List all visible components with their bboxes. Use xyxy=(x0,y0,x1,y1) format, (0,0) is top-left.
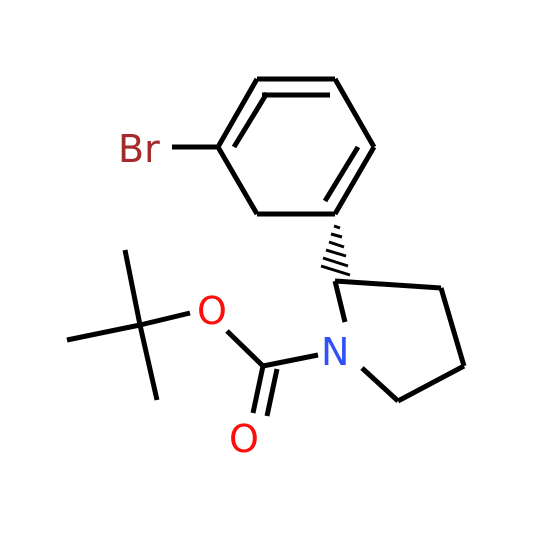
ring-bond xyxy=(360,366,400,403)
carbonyl-double-bond xyxy=(250,365,266,414)
aromatic-inner-bond xyxy=(322,145,361,203)
hashed-wedge-bond xyxy=(320,224,351,277)
ring-bond xyxy=(215,145,260,216)
ring-bond xyxy=(332,145,377,216)
nitrogen-label: N xyxy=(321,330,349,374)
ring-bond xyxy=(334,278,442,291)
ring-bond xyxy=(332,280,348,323)
ester-oxygen-label: O xyxy=(197,289,227,333)
aromatic-inner-bond xyxy=(231,91,270,149)
carbonyl-ester-bond xyxy=(225,329,265,368)
n-carbonyl-bond xyxy=(262,352,319,369)
pyrrolidine-ring xyxy=(332,278,467,404)
methyl-bond xyxy=(122,249,143,326)
bromine-label: Br xyxy=(118,127,160,171)
ring-bond xyxy=(332,77,377,149)
o-tbutyl-bond xyxy=(139,310,191,328)
methyl-bond xyxy=(66,322,141,343)
methyl-bond xyxy=(137,324,160,401)
carbonyl-oxygen-label: O xyxy=(229,417,259,461)
carbonyl-double-bond xyxy=(264,368,280,417)
ring-bond xyxy=(215,77,260,149)
ring-bond xyxy=(438,287,467,367)
benzene-ring xyxy=(215,76,377,217)
ring-bond xyxy=(396,363,466,404)
